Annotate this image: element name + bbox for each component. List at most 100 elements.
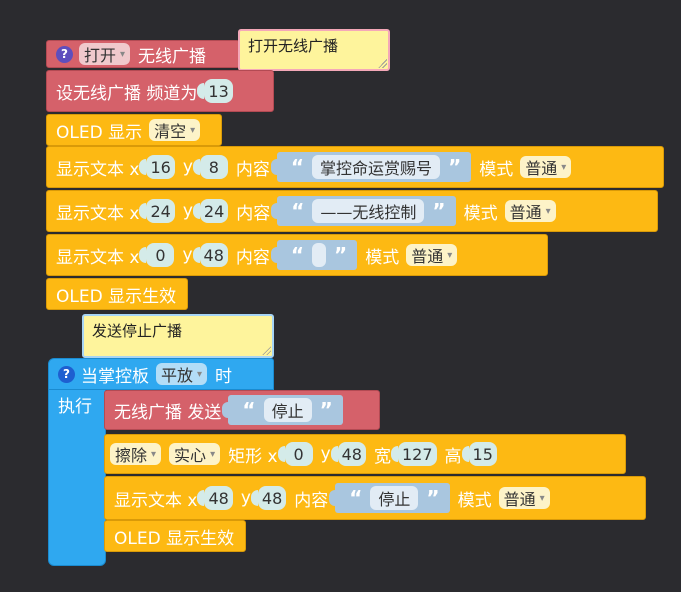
oled-apply-block[interactable]: OLED 显示生效 bbox=[46, 278, 188, 310]
oled-apply-block-2[interactable]: OLED 显示生效 bbox=[104, 520, 246, 552]
string-block[interactable]: “ 停止 ” bbox=[222, 395, 343, 425]
y-input[interactable]: 48 bbox=[330, 442, 366, 466]
chevron-down-icon: ▾ bbox=[539, 492, 545, 504]
fill-dropdown[interactable]: 实心▾ bbox=[169, 443, 221, 465]
text-label: 显示文本 x bbox=[56, 247, 140, 268]
exec-label: 执行 bbox=[58, 397, 92, 417]
oled-apply-label: OLED 显示生效 bbox=[114, 528, 235, 549]
mode-dropdown[interactable]: 普通▾ bbox=[498, 487, 550, 509]
height-input[interactable]: 15 bbox=[461, 442, 497, 466]
erase-rect-block[interactable]: 擦除▾ 实心▾ 矩形 x 0 y 48 宽 127 高 15 bbox=[104, 434, 626, 474]
oled-apply-label: OLED 显示生效 bbox=[56, 286, 177, 307]
help-icon[interactable]: ? bbox=[58, 365, 75, 383]
text-row-3[interactable]: 显示文本 x 0 y 48 内容 “” 模式 普通▾ bbox=[46, 234, 548, 276]
open-quote-icon: “ bbox=[291, 199, 305, 223]
text-row-stop[interactable]: 显示文本 x 48 y 48 内容 “ 停止 ” 模式 普通▾ bbox=[104, 476, 646, 520]
mode-dropdown[interactable]: 普通▾ bbox=[406, 244, 458, 266]
string-input[interactable]: 停止 bbox=[370, 486, 419, 510]
x-input[interactable]: 24 bbox=[139, 199, 175, 223]
resize-grip-icon[interactable] bbox=[261, 345, 271, 355]
y-label: y bbox=[182, 201, 193, 221]
rect-label: 矩形 x bbox=[228, 446, 278, 467]
chevron-down-icon: ▾ bbox=[545, 205, 551, 217]
text-row-2[interactable]: 显示文本 x 24 y 24 内容 “ ——无线控制 ” 模式 普通▾ bbox=[46, 190, 658, 232]
text-label: 显示文本 x bbox=[56, 159, 140, 180]
gesture-dropdown[interactable]: 平放▾ bbox=[156, 363, 208, 385]
chevron-down-icon: ▾ bbox=[190, 124, 196, 136]
x-input[interactable]: 16 bbox=[139, 155, 175, 179]
width-label: 宽 bbox=[373, 446, 391, 467]
event-spine bbox=[48, 389, 106, 566]
mode-label: 模式 bbox=[365, 247, 400, 268]
chevron-down-icon: ▾ bbox=[210, 448, 216, 460]
mode-dropdown[interactable]: 普通▾ bbox=[504, 200, 556, 222]
open-quote-icon: “ bbox=[290, 243, 305, 267]
close-quote-icon: ” bbox=[334, 243, 348, 267]
text-label: 显示文本 x bbox=[56, 203, 140, 224]
content-label: 内容 bbox=[235, 247, 270, 268]
open-quote-icon: “ bbox=[290, 155, 305, 179]
radio-send-label: 无线广播 发送 bbox=[114, 402, 222, 423]
width-input[interactable]: 127 bbox=[391, 442, 437, 466]
height-label: 高 bbox=[444, 446, 462, 467]
string-input[interactable]: ——无线控制 bbox=[312, 199, 425, 223]
text-label: 显示文本 x bbox=[114, 490, 198, 511]
mode-dropdown[interactable]: 普通▾ bbox=[520, 156, 572, 178]
string-input[interactable]: 掌控命运赏赐号 bbox=[312, 155, 441, 179]
chevron-down-icon: ▾ bbox=[197, 368, 203, 380]
string-input[interactable]: 停止 bbox=[263, 398, 312, 422]
oled-show-label: OLED 显示 bbox=[56, 122, 143, 143]
content-label: 内容 bbox=[235, 159, 270, 180]
x-input[interactable]: 0 bbox=[139, 243, 175, 267]
content-label: 内容 bbox=[236, 203, 271, 224]
y-input[interactable]: 24 bbox=[192, 199, 229, 223]
string-input[interactable] bbox=[312, 243, 327, 267]
text-row-1[interactable]: 显示文本 x 16 y 8 内容 “ 掌控命运赏赐号 ” 模式 普通▾ bbox=[46, 146, 664, 188]
event-header: ? 当掌控板 平放▾ 时 bbox=[48, 358, 274, 390]
close-quote-icon: ” bbox=[448, 155, 462, 179]
oled-mode-dropdown[interactable]: 清空▾ bbox=[149, 119, 201, 141]
radio-send-block[interactable]: 无线广播 发送 “ 停止 ” bbox=[104, 390, 380, 430]
string-block[interactable]: “ 掌控命运赏赐号 ” bbox=[270, 152, 472, 182]
event-block[interactable]: ? 当掌控板 平放▾ 时 执行 bbox=[48, 358, 274, 566]
comment-radio-open[interactable]: 打开无线广播 bbox=[238, 29, 390, 71]
resize-grip-icon[interactable] bbox=[377, 58, 387, 68]
string-block[interactable]: “ ——无线控制 ” bbox=[271, 196, 456, 226]
mode-label: 模式 bbox=[457, 490, 492, 511]
oled-clear-block[interactable]: OLED 显示 清空▾ bbox=[46, 114, 222, 146]
y-label: y bbox=[240, 488, 251, 508]
mode-label: 模式 bbox=[463, 203, 498, 224]
y-input[interactable]: 48 bbox=[250, 486, 287, 510]
close-quote-icon: ” bbox=[432, 199, 446, 223]
set-channel-block[interactable]: 设无线广播 频道为 13 bbox=[46, 70, 274, 112]
string-block[interactable]: “” bbox=[270, 240, 358, 270]
x-input[interactable]: 48 bbox=[197, 486, 233, 510]
string-block[interactable]: “ 停止 ” bbox=[329, 483, 450, 513]
x-input[interactable]: 0 bbox=[277, 442, 313, 466]
chevron-down-icon: ▾ bbox=[561, 161, 567, 173]
radio-open-label: 无线广播 bbox=[138, 46, 207, 67]
content-label: 内容 bbox=[294, 490, 329, 511]
channel-input[interactable]: 13 bbox=[197, 79, 233, 103]
y-label: y bbox=[182, 157, 193, 177]
y-input[interactable]: 8 bbox=[192, 155, 228, 179]
event-suffix: 时 bbox=[215, 366, 233, 387]
y-label: y bbox=[320, 444, 331, 464]
erase-dropdown[interactable]: 擦除▾ bbox=[110, 443, 162, 465]
event-label: 当掌控板 bbox=[81, 366, 149, 387]
radio-state-dropdown[interactable]: 打开▾ bbox=[79, 43, 131, 65]
chevron-down-icon: ▾ bbox=[120, 48, 126, 60]
chevron-down-icon: ▾ bbox=[151, 448, 157, 460]
chevron-down-icon: ▾ bbox=[447, 249, 453, 261]
y-input[interactable]: 48 bbox=[192, 243, 228, 267]
help-icon[interactable]: ? bbox=[56, 45, 73, 63]
y-label: y bbox=[182, 245, 193, 265]
comment-send-stop[interactable]: 发送停止广播 bbox=[82, 314, 274, 358]
open-quote-icon: “ bbox=[242, 398, 256, 422]
close-quote-icon: ” bbox=[319, 398, 333, 422]
close-quote-icon: ” bbox=[426, 486, 440, 510]
radio-open-block[interactable]: ? 打开▾ 无线广播 bbox=[46, 40, 240, 68]
mode-label: 模式 bbox=[479, 159, 514, 180]
set-channel-label: 设无线广播 频道为 bbox=[56, 83, 198, 104]
open-quote-icon: “ bbox=[349, 486, 363, 510]
